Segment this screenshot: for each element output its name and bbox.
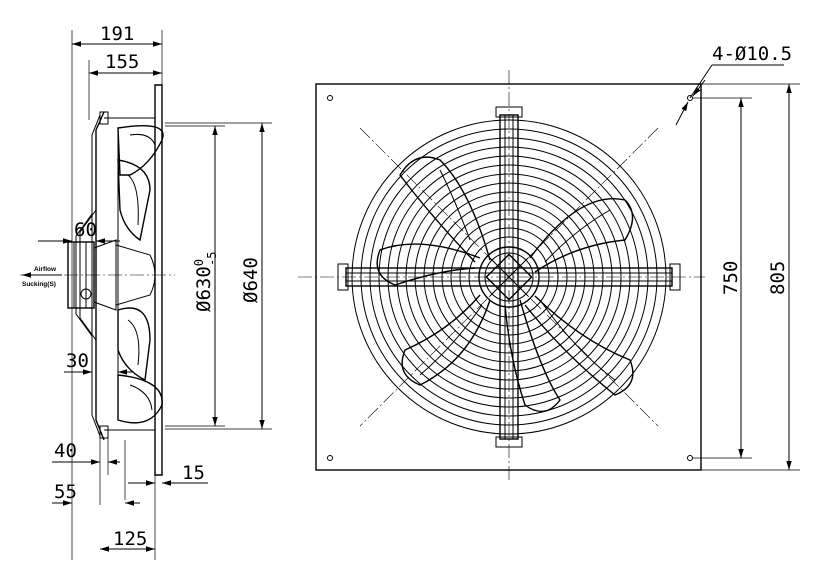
dim-overall-depth: 191 <box>100 23 134 45</box>
airflow-label: Airflow <box>34 266 57 273</box>
dim-40: 40 <box>54 440 77 462</box>
dim-125: 125 <box>113 528 147 550</box>
guard-ring <box>351 119 667 435</box>
sucking-label: Sucking(S) <box>22 281 56 288</box>
guard-rings <box>351 119 667 435</box>
guard-ring <box>441 209 577 345</box>
guard-ring <box>387 155 631 399</box>
guard-ring <box>378 146 640 408</box>
side-view: 191 155 <box>20 23 272 560</box>
guard-ring <box>468 236 550 318</box>
guard-ring <box>360 128 658 426</box>
dim-depth-to-flange: 155 <box>105 51 139 73</box>
mounting-holes <box>327 95 693 461</box>
guard-ring <box>369 137 649 417</box>
dim-15: 15 <box>182 462 205 484</box>
guard-spokes <box>337 106 681 448</box>
dim-blade-offset: 30 <box>66 350 89 372</box>
guard-ring <box>396 164 622 390</box>
impeller-blades <box>376 156 634 413</box>
dim-motor-offset: 60 <box>74 219 97 241</box>
dim-plate-size: 805 <box>767 261 789 295</box>
dim-holes: 4-Ø10.5 <box>712 43 792 65</box>
dim-hole-spacing: 750 <box>720 261 742 295</box>
front-view: 4-Ø10.5 750 805 <box>298 43 800 482</box>
guard-ring <box>459 227 559 327</box>
dim-dia-impeller: Ø6300-5 <box>192 252 219 312</box>
guard-ring <box>432 200 586 354</box>
dim-dia-guard: Ø640 <box>240 257 262 303</box>
dim-55: 55 <box>54 481 77 503</box>
guard-ring <box>414 182 604 372</box>
guard-ring <box>405 173 613 381</box>
